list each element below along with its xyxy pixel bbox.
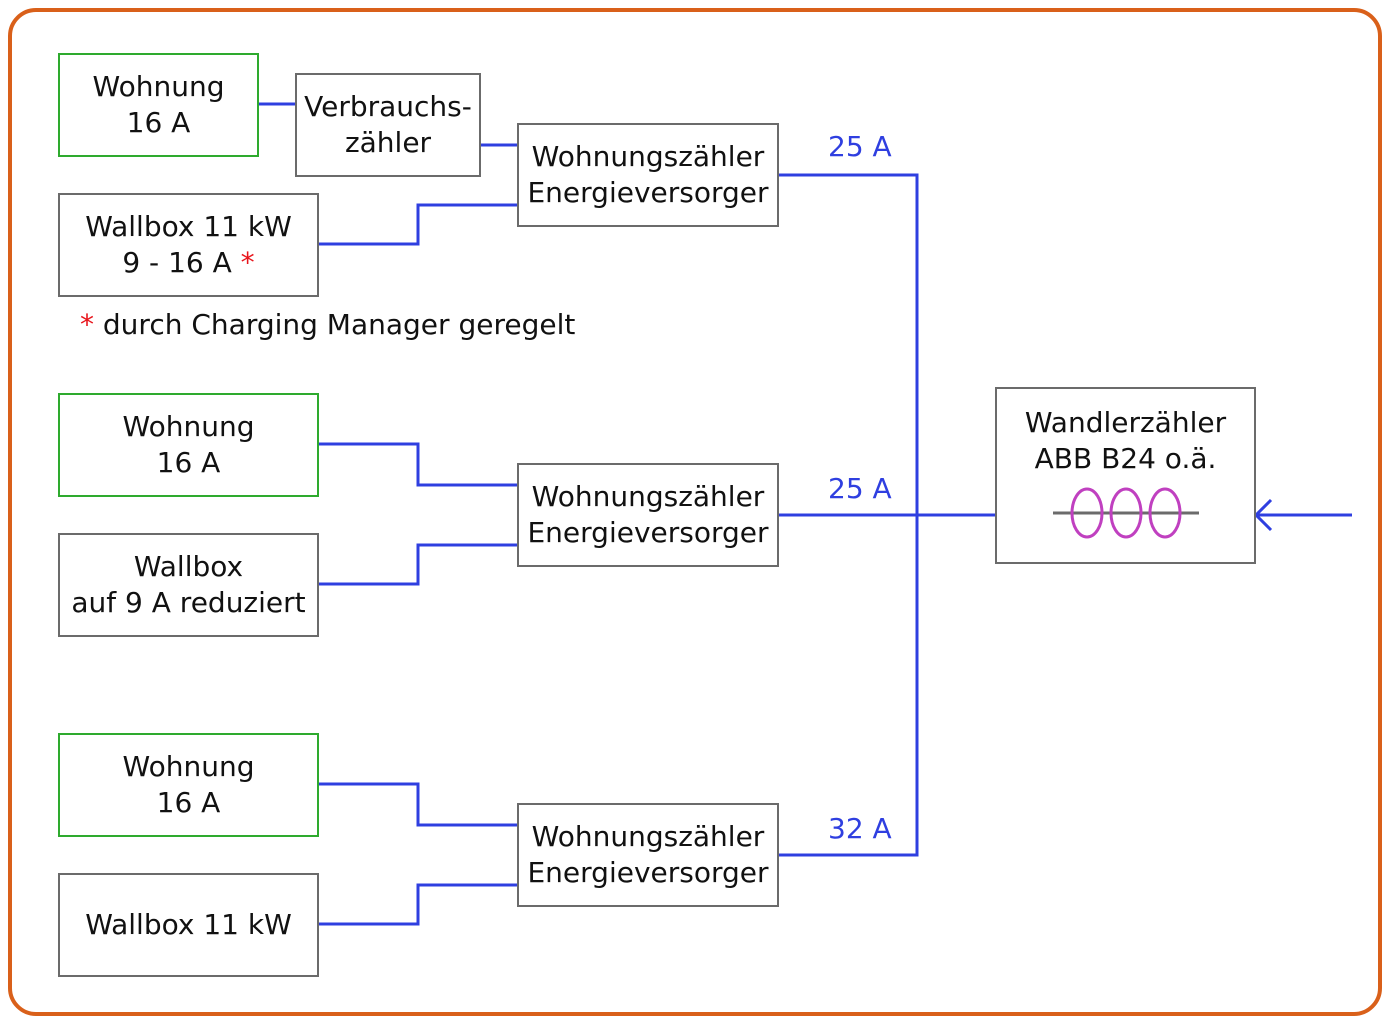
wallbox-box-1: Wallbox 11 kW 9 - 16 A * — [58, 193, 319, 297]
wallbox-current-range: 9 - 16 A — [122, 246, 232, 279]
apartment-meter-box-1: Wohnungszähler Energieversorger — [517, 123, 779, 227]
meter-label-line2: Energieversorger — [527, 856, 769, 889]
meter-label-line1: Wohnungszähler — [531, 140, 765, 173]
wallbox-label: Wallbox — [133, 550, 244, 583]
consumption-meter-label-line2: zähler — [344, 126, 432, 159]
wire-wallbox3-to-meter3 — [318, 883, 518, 926]
apartment-current: 16 A — [156, 786, 221, 819]
wallbox-label: Wallbox 11 kW — [85, 210, 292, 243]
transformer-meter-box: Wandlerzähler ABB B24 o.ä. — [995, 387, 1256, 564]
wire-wallbox2-to-meter2 — [318, 543, 518, 586]
transformer-meter-label-line1: Wandlerzähler — [1024, 406, 1227, 439]
wire-apartment3-to-meter3 — [318, 782, 518, 827]
apartment-box-2: Wohnung 16 A — [58, 393, 319, 497]
apartment-meter-box-2: Wohnungszähler Energieversorger — [517, 463, 779, 567]
wire-wallbox1-to-meter1 — [318, 203, 518, 246]
consumption-meter-label-line1: Verbrauchs- — [304, 90, 472, 123]
wallbox-box-2: Wallbox auf 9 A reduziert — [58, 533, 319, 637]
footnote-asterisk: * — [80, 308, 94, 341]
wallbox-box-3: Wallbox 11 kW — [58, 873, 319, 977]
apartment-label: Wohnung — [92, 70, 225, 103]
apartment-meter-box-3: Wohnungszähler Energieversorger — [517, 803, 779, 907]
footnote: * durch Charging Manager geregelt — [80, 308, 575, 341]
arrow-left-icon — [1253, 498, 1273, 532]
transformer-meter-label-line2: ABB B24 o.ä. — [1034, 442, 1217, 475]
current-label-3: 32 A — [828, 812, 892, 845]
apartment-box-1: Wohnung 16 A — [58, 53, 259, 157]
apartment-label: Wohnung — [122, 750, 255, 783]
meter-label-line2: Energieversorger — [527, 516, 769, 549]
wallbox-label: Wallbox 11 kW — [85, 908, 292, 941]
current-transformer-icon — [1052, 487, 1199, 539]
meter-label-line1: Wohnungszähler — [531, 820, 765, 853]
apartment-current: 16 A — [156, 446, 221, 479]
wallbox-reduced-label: auf 9 A reduziert — [71, 586, 306, 619]
meter-label-line1: Wohnungszähler — [531, 480, 765, 513]
meter-label-line2: Energieversorger — [527, 176, 769, 209]
diagram-frame — [8, 8, 1382, 1016]
apartment-label: Wohnung — [122, 410, 255, 443]
regulated-asterisk: * — [240, 246, 255, 279]
consumption-meter-box: Verbrauchs- zähler — [295, 73, 481, 177]
apartment-box-3: Wohnung 16 A — [58, 733, 319, 837]
apartment-current: 16 A — [126, 106, 191, 139]
current-label-2: 25 A — [828, 472, 892, 505]
current-label-1: 25 A — [828, 130, 892, 163]
wire-apartment2-to-meter2 — [318, 442, 518, 487]
footnote-text: durch Charging Manager geregelt — [102, 308, 576, 341]
